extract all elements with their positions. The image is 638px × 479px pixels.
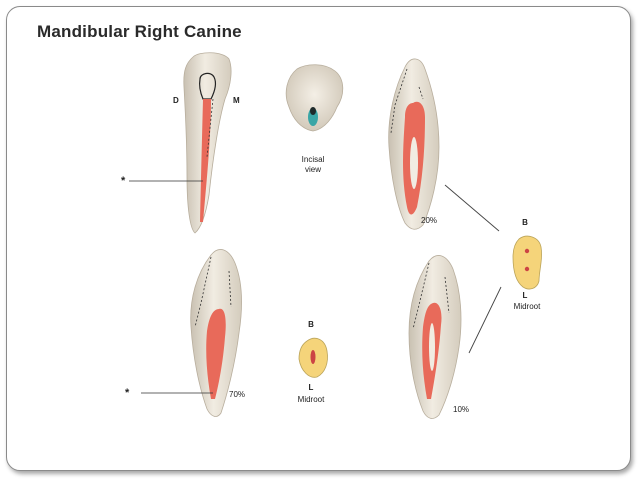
tooth-upper-right <box>388 58 500 232</box>
asterisk-upper: * <box>121 175 126 187</box>
percentage-lower-left: 70% <box>229 390 246 399</box>
page-title: Mandibular Right Canine <box>37 22 242 41</box>
lingual-label-right: L <box>522 291 528 300</box>
canine-illustrations <box>129 52 542 419</box>
tooth-incisal-view <box>285 64 344 132</box>
mesial-label: M <box>233 96 240 105</box>
buccal-label-middle: B <box>308 320 314 329</box>
percentage-lower-right: 10% <box>453 405 470 414</box>
incisal-label-line1: Incisal <box>301 155 325 164</box>
slide: Mandibular Right Canine <box>6 6 631 471</box>
tooth-lower-right <box>408 255 462 419</box>
midroot-label-middle: Midroot <box>297 395 325 404</box>
midroot-label-right: Midroot <box>513 302 541 311</box>
asterisk-lower: * <box>125 387 130 399</box>
lingual-label-middle: L <box>308 383 314 392</box>
distal-label: D <box>173 96 179 105</box>
incisal-label-line2: view <box>304 165 321 174</box>
buccal-label-right: B <box>522 218 528 227</box>
tooth-lower-left <box>141 249 243 417</box>
percentage-upper-right: 20% <box>421 216 438 225</box>
incisal-view-label: Incisal view <box>293 155 333 175</box>
root-section-right <box>468 235 542 354</box>
root-section-middle <box>298 337 328 378</box>
tooth-facial-view <box>129 52 232 234</box>
